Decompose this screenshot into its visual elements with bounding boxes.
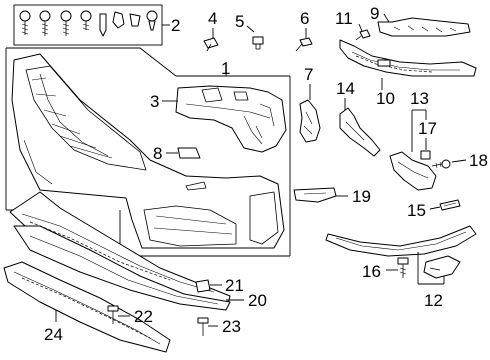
- cap-8: [177, 147, 201, 159]
- clip-5: [246, 25, 264, 50]
- bolt-4: [203, 28, 219, 52]
- bolt-23: [197, 317, 209, 336]
- callout-5: 5: [235, 12, 244, 31]
- callout-11: 11: [335, 9, 353, 28]
- clip-17: [420, 150, 431, 160]
- callout-16: 16: [362, 262, 381, 281]
- callout-8: 8: [153, 144, 162, 163]
- callout-22: 22: [134, 307, 153, 326]
- callout-24: 24: [44, 325, 63, 344]
- callout-23: 23: [222, 317, 241, 336]
- callout-15: 15: [407, 201, 426, 220]
- callout-6: 6: [300, 9, 309, 28]
- callout-4: 4: [208, 9, 217, 28]
- skid-plate-24: [3, 261, 171, 353]
- bolt-18: [431, 159, 467, 169]
- bracket-7: [299, 99, 321, 143]
- lower-shield-20: [13, 225, 231, 311]
- trim-bar-10: [339, 39, 477, 77]
- side-bracket-13: [389, 151, 437, 191]
- fastener-kit-box: [13, 4, 170, 46]
- lower-trim-12: [325, 225, 477, 257]
- bolt-6: [295, 28, 313, 52]
- callout-9: 9: [370, 4, 379, 23]
- callout-3: 3: [150, 92, 159, 111]
- bolt-11: [355, 23, 371, 41]
- bolt-22: [107, 305, 119, 324]
- fastener-kit-icon: [19, 10, 158, 37]
- callout-13: 13: [410, 89, 429, 108]
- bracket-9: [377, 17, 471, 37]
- callout-17: 17: [418, 119, 437, 138]
- callout-10: 10: [376, 89, 395, 108]
- callout-14: 14: [336, 79, 355, 98]
- callout-20: 20: [248, 291, 267, 310]
- bolt-16: [397, 257, 409, 278]
- callout-19: 19: [352, 187, 371, 206]
- callout-18: 18: [469, 151, 488, 170]
- reinforcement-3: [175, 85, 287, 153]
- callout-21: 21: [225, 276, 244, 295]
- callout-2: 2: [171, 16, 180, 35]
- bracket-14: [339, 107, 381, 157]
- bracket-12: [423, 255, 461, 279]
- reflector-19: [293, 187, 337, 203]
- callout-7: 7: [304, 65, 313, 84]
- clip-21: [195, 279, 211, 293]
- callout-1: 1: [221, 59, 230, 78]
- callout-12: 12: [424, 291, 443, 310]
- clip-15: [439, 199, 461, 211]
